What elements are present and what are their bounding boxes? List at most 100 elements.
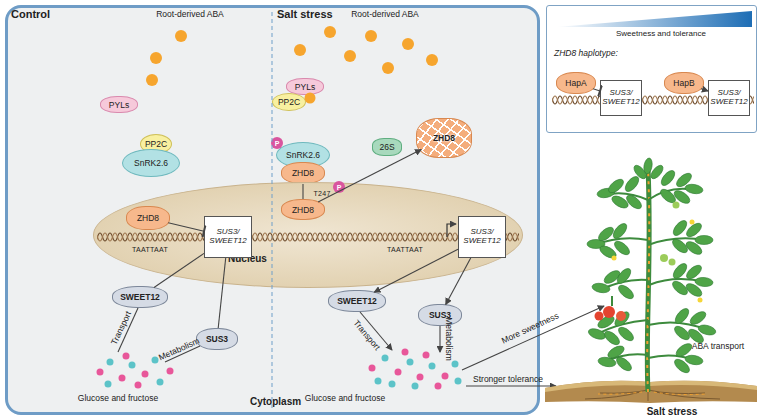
annotation-label: Metabolism [444, 317, 454, 360]
enzyme-protein: SUS3 [418, 304, 462, 326]
node-text: Control [11, 8, 50, 20]
cell-outline: ControlSalt stressCytoplasmPYLsPP2CSnRK2… [5, 5, 540, 415]
tomato-plant [591, 282, 610, 294]
soil [585, 390, 720, 401]
tomato-plant [690, 220, 695, 225]
node-text: PYLs [109, 100, 129, 110]
phosphate-mark: P [333, 181, 345, 193]
tomato-plant [602, 329, 622, 347]
soil [545, 381, 757, 403]
tomato-plant [688, 309, 708, 327]
node-text: SUS3 [206, 334, 228, 344]
degraded-protein: ZHD8 [416, 118, 472, 158]
node-text: HapB [673, 78, 694, 88]
node-text: SUS3/ SWEET12 [710, 89, 748, 107]
tomato-plant [643, 157, 654, 174]
tomato-plant [632, 163, 648, 180]
gene-box: SUS3/ SWEET12 [600, 80, 642, 116]
annotation-label: Salt stress [647, 406, 698, 417]
node-text: HapA [565, 78, 586, 88]
node-text: ZHD8 [433, 133, 455, 143]
tomato-plant [698, 298, 703, 303]
node-text: SnRK2.6 [134, 158, 168, 168]
node-text: SUS3/ SWEET12 [206, 228, 250, 246]
tomato-plant [671, 218, 689, 238]
tomato-plant [658, 187, 678, 205]
tomato-plant [595, 189, 708, 362]
tomato-plant [612, 239, 632, 257]
kinase-protein: SnRK2.6 [122, 149, 180, 177]
tomato-plant [616, 325, 636, 343]
gene-box: SUS3/ SWEET12 [204, 216, 252, 258]
transcription-factor: ZHD8 [126, 206, 170, 230]
tomato-plant [649, 163, 665, 180]
node-text: ZHD8 [292, 168, 314, 178]
tomato-plant [603, 306, 615, 318]
tomato-plant [697, 323, 717, 336]
tomato-plant [587, 157, 717, 392]
annotation-label: TAATTAAT [387, 246, 423, 253]
node-text: SWEET12 [120, 292, 160, 302]
tomato-plant [596, 187, 615, 199]
tomato-plant [670, 279, 690, 297]
tomato-plant [587, 327, 607, 342]
tomato-plant [695, 277, 714, 288]
tomato-plant [672, 357, 692, 375]
tomato-plant [598, 244, 618, 261]
tomato-plant [587, 240, 605, 249]
tomato-plant [684, 263, 704, 281]
soil [545, 381, 757, 403]
tomato-plant [596, 314, 616, 331]
tomato-plant [612, 256, 617, 261]
gene-box: SUS3/ SWEET12 [458, 216, 506, 258]
nucleus-ellipse: NucleusZHD8SUS3/ SWEET12ZHD8PSUS3/ SWEET… [93, 182, 523, 288]
tomato-plant [623, 174, 641, 194]
tomato-plant [612, 309, 631, 328]
tomato-plant [611, 221, 629, 241]
tomato-plant [684, 221, 704, 239]
node-text: SUS3/ SWEET12 [460, 228, 504, 246]
tomato-plant [673, 306, 691, 326]
tomato-plant [616, 311, 626, 321]
node-text: Cytoplasm [250, 396, 301, 407]
transporter-protein: SWEET12 [112, 286, 168, 308]
transporter-protein: SWEET12 [328, 290, 386, 312]
annotation-label: Glucose and fructose [305, 393, 385, 403]
tomato-plant [616, 283, 636, 301]
node-text: ZHD8 [292, 205, 314, 215]
annotation-label: TAATTAAT [132, 246, 168, 253]
tomato-plant [660, 254, 668, 262]
phosphatase-protein: PP2C [272, 93, 306, 111]
haplotype-protein: HapA [556, 72, 596, 94]
tomato-plant [684, 354, 703, 366]
tomato-plant [606, 344, 626, 361]
node-text: ZHD8 [137, 213, 159, 223]
proteasome: 26S [372, 138, 402, 156]
tomato-plant [672, 188, 692, 206]
enzyme-protein: SUS3 [196, 328, 238, 350]
node-text: P [337, 184, 342, 191]
tomato-plant [684, 183, 703, 195]
inset-panel: Sweetness and toleranceZHD8 haplotype:Ha… [546, 5, 757, 133]
node-text: PP2C [145, 139, 167, 149]
tomato-plant [671, 261, 689, 281]
node-text: SnRK2.6 [286, 150, 320, 160]
tomato-plant [674, 341, 694, 359]
soil [545, 381, 757, 392]
node-text: PP2C [278, 97, 300, 107]
tomato-plant [606, 177, 626, 195]
annotation-label: ABA transport [692, 341, 744, 351]
transcription-factor: ZHD8 [281, 199, 325, 220]
soil [598, 391, 706, 395]
tomato-plant [615, 266, 633, 286]
annotation-label: Root-derived ABA [351, 9, 419, 19]
node-text: Sweetness and tolerance [616, 29, 706, 38]
transcription-factor: ZHD8 [281, 162, 325, 184]
annotation-label: T247 [313, 190, 330, 197]
tomato-plant [647, 168, 649, 392]
tomato-plant [614, 355, 634, 373]
haplotype-protein: HapB [664, 72, 704, 94]
annotation-label: Root-derived ABA [156, 9, 224, 19]
phosphate-mark: P [271, 137, 283, 149]
